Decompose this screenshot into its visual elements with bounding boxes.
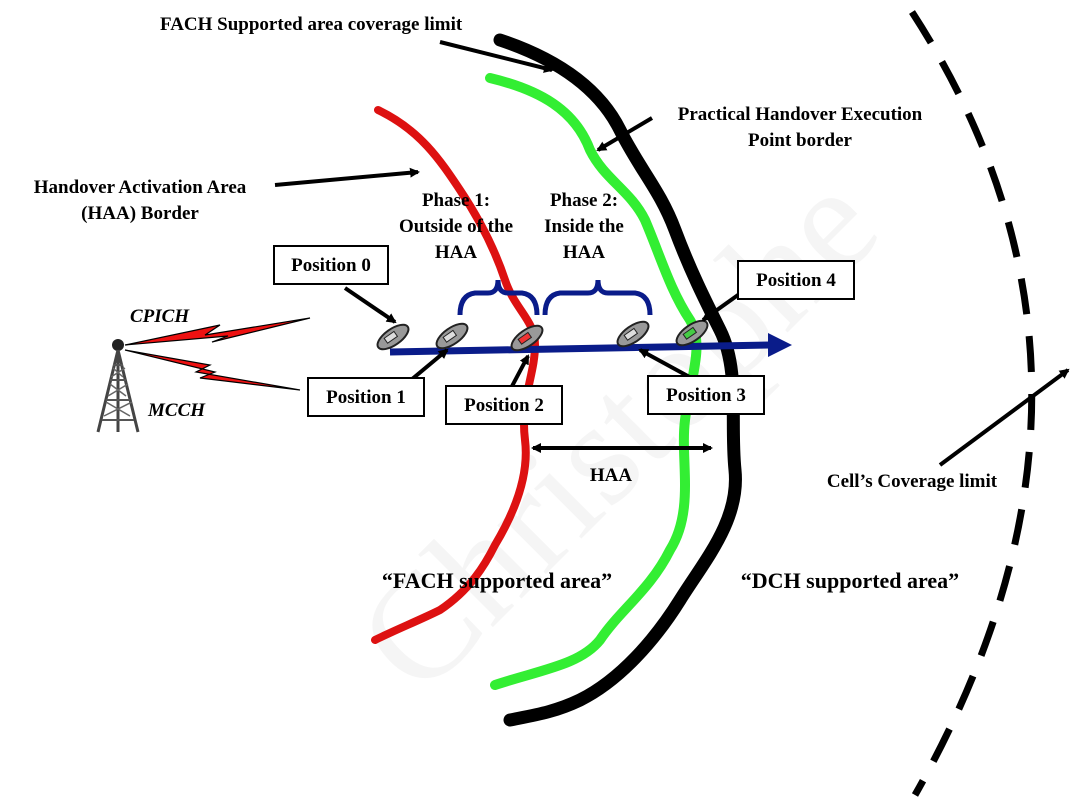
dch-area-label: “DCH supported area” xyxy=(741,568,959,593)
movement-trajectory-arrow xyxy=(389,333,792,357)
phase2-label-line3: HAA xyxy=(563,242,606,263)
fach-limit-label: FACH Supported area coverage limit xyxy=(160,14,463,35)
fach-area-label: “FACH supported area” xyxy=(382,568,612,593)
position-box-0: Position 0 xyxy=(273,245,389,285)
phase2-label-line1: Phase 2: xyxy=(550,190,618,211)
phase2-label-line2: Inside the xyxy=(544,216,624,237)
position-box-1: Position 1 xyxy=(307,377,425,417)
position-4-label: Position 4 xyxy=(756,270,836,291)
haa-border-label-line2: (HAA) Border xyxy=(81,203,199,224)
position-box-3: Position 3 xyxy=(647,375,765,415)
mobile-phone-icon xyxy=(616,320,650,348)
position-box-4: Position 4 xyxy=(737,260,855,300)
phase1-label-line1: Phase 1: xyxy=(422,190,490,211)
mcch-label: MCCH xyxy=(147,400,206,421)
position-box-2: Position 2 xyxy=(445,385,563,425)
position-0-label: Position 0 xyxy=(291,255,371,276)
mobile-phone-icon xyxy=(675,319,709,347)
cell-coverage-label: Cell’s Coverage limit xyxy=(827,471,998,492)
exec-point-label-line1: Practical Handover Execution xyxy=(678,104,923,125)
position-2-label: Position 2 xyxy=(464,395,544,416)
mobile-phone-icon xyxy=(510,324,544,352)
exec-point-label-line2: Point border xyxy=(748,130,853,151)
phase1-label-line3: HAA xyxy=(435,242,478,263)
phase2-brace xyxy=(542,279,653,316)
phase1-brace xyxy=(457,279,540,316)
cpich-label: CPICH xyxy=(130,306,190,327)
position-1-label: Position 1 xyxy=(326,387,406,408)
execution-point-border-line xyxy=(485,73,702,690)
haa-span-label: HAA xyxy=(590,465,633,486)
phase1-label-line2: Outside of the xyxy=(399,216,513,237)
mcch-signal-icon xyxy=(124,349,301,391)
cell-tower-icon xyxy=(96,339,140,433)
cpich-signal-icon xyxy=(124,317,311,346)
mobile-phone-icon xyxy=(376,323,410,351)
haa-border-label-line1: Handover Activation Area xyxy=(34,177,247,198)
position-3-label: Position 3 xyxy=(666,385,746,406)
mobile-phone-icon xyxy=(435,322,469,350)
haa-border-line xyxy=(371,106,540,644)
cell-coverage-limit-line xyxy=(909,10,1036,797)
